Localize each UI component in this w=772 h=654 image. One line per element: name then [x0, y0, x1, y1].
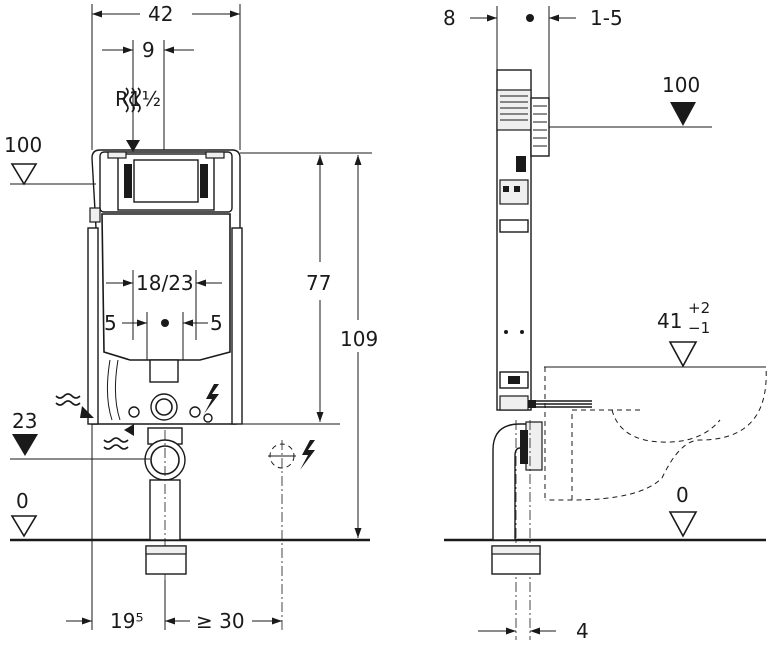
dim-fix-right-5: 5 [210, 311, 223, 335]
hose-left-2 [114, 359, 121, 421]
side-view: 8 1-5 100 41 +2 −1 0 [443, 6, 767, 643]
cistern-profile [496, 89, 532, 131]
toilet-bowl-outline [544, 366, 767, 501]
water-side-icon [55, 393, 94, 418]
power-icon [204, 384, 219, 414]
drain-connector-side [525, 421, 543, 471]
actuator-box-side [530, 97, 550, 157]
level-marker-100 [10, 163, 38, 186]
inlet-port-left [107, 151, 127, 159]
level-100-front: 100 [4, 133, 42, 157]
frame-foot-side [499, 395, 529, 411]
level-marker-41 [668, 341, 698, 368]
frame-clip-left [124, 164, 132, 198]
dim-fixing-18-23: 18/23 [136, 271, 194, 295]
dim-supply-9: 9 [142, 38, 155, 62]
fixing-nut-left [128, 406, 140, 418]
level-marker-100-side [670, 102, 696, 126]
flush-outlet [150, 393, 178, 421]
level-marker-0-side [668, 511, 698, 538]
flush-pipe-top [149, 359, 179, 383]
cistern-ribs [500, 95, 528, 121]
power-socket-icon [268, 440, 315, 630]
dim-width-42: 42 [148, 2, 173, 26]
bowl-height-41: 41 [657, 309, 682, 333]
drain-socket-rim [145, 545, 187, 555]
hose-left [106, 359, 113, 421]
bowl-tol-plus: +2 [688, 299, 710, 317]
dim-offset-19-5: 19⁵ [110, 609, 143, 633]
level-100-side: 100 [662, 73, 700, 97]
level-0-side: 0 [676, 483, 689, 507]
dim-fix-left-5: 5 [104, 311, 117, 335]
dim-height-77: 77 [306, 271, 331, 295]
level-marker-0-front [10, 515, 38, 538]
dim-depth-8: 8 [443, 6, 456, 30]
water-bottom-icon [103, 424, 134, 450]
inlet-port-right [205, 151, 225, 159]
level-marker-23 [12, 434, 38, 456]
dim-height-109: 109 [340, 327, 378, 351]
dim-power-offset-30: ≥ 30 [196, 609, 245, 633]
actuator-ribs [533, 105, 547, 147]
valve-block [516, 156, 526, 172]
fixing-nut-right-2 [203, 413, 213, 423]
level-23: 23 [12, 409, 37, 433]
bowl-tol-minus: −1 [688, 319, 710, 337]
front-view: R1½ 42 9 100 [4, 2, 378, 633]
frame-rail-right [231, 227, 243, 425]
level-0-front: 0 [16, 489, 29, 513]
side-bracket [89, 207, 101, 223]
fixing-center-dot [161, 319, 169, 327]
cistern-inner [101, 213, 231, 361]
dim-depth-1-5: 1-5 [590, 6, 623, 30]
mid-bracket [499, 219, 529, 233]
frame-clip-right [200, 164, 208, 198]
flush-outlet-inner [155, 398, 173, 416]
fixing-nut-right [189, 406, 201, 418]
actuator-window [133, 159, 199, 203]
side-center-dot [526, 14, 534, 22]
dim-pipe-4: 4 [576, 619, 589, 643]
frame-rail-left [87, 227, 99, 425]
thread-label: R1½ [115, 87, 161, 111]
